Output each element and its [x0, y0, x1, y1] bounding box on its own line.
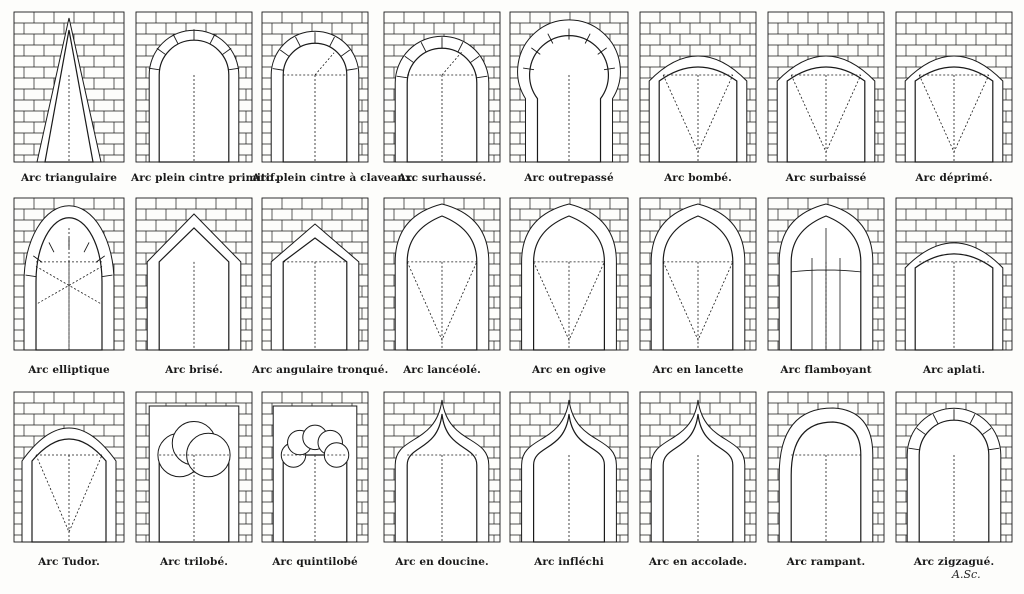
arch-aplati — [895, 197, 1013, 351]
arch-tudor — [13, 391, 125, 543]
caption-rampant: Arc rampant. — [786, 556, 866, 568]
caption-deprime: Arc déprimé. — [915, 172, 993, 184]
arch-en-doucine — [383, 391, 501, 543]
caption-en-lancette: Arc en lancette — [652, 364, 744, 376]
artist-signature: A.Sc. — [952, 568, 981, 581]
caption-triangulaire: Arc triangulaire — [20, 172, 118, 184]
arch-angulaire-tronque — [261, 197, 369, 351]
arch-en-ogive — [509, 197, 629, 351]
caption-surbaisse: Arc surbaissé — [785, 172, 867, 184]
arch-elliptique — [13, 197, 125, 351]
arch-en-accolade — [639, 391, 757, 543]
caption-en-accolade: Arc en accolade. — [648, 556, 748, 568]
arch-flamboyant — [767, 197, 885, 351]
caption-infleche: Arc infléchi — [534, 556, 604, 568]
arch-surbaisse — [767, 11, 885, 163]
arch-lanceole — [383, 197, 501, 351]
arch-triangulaire — [13, 11, 125, 163]
caption-plein-cintre-claveaux: Arc plein cintre à claveaux. — [252, 172, 416, 184]
caption-outrepasse: Arc outrepassé — [524, 172, 614, 184]
caption-elliptique: Arc elliptique — [28, 364, 110, 376]
arch-outrepasse — [509, 11, 629, 163]
arch-plein-cintre-primitif — [135, 11, 253, 163]
caption-flamboyant: Arc flamboyant — [780, 364, 872, 376]
caption-tudor: Arc Tudor. — [38, 556, 100, 568]
caption-trilobe: Arc trilobé. — [160, 556, 228, 568]
arch-quintilobe — [261, 391, 369, 543]
arch-deprime — [895, 11, 1013, 163]
caption-brise: Arc brisé. — [165, 364, 223, 376]
arch-bombe — [639, 11, 757, 163]
caption-surhausse: Arc surhaussé. — [397, 172, 487, 184]
arch-surhausse — [383, 11, 501, 163]
caption-lanceole: Arc lancéolé. — [403, 364, 481, 376]
caption-plein-cintre-primitif: Arc plein cintre primitif. — [131, 172, 278, 184]
caption-quintilobe: Arc quintilobé — [272, 556, 358, 568]
arch-infleche — [509, 391, 629, 543]
caption-aplati: Arc aplati. — [922, 364, 986, 376]
caption-zigzague: Arc zigzagué. — [913, 556, 995, 568]
arch-brise — [135, 197, 253, 351]
arch-trilobe — [135, 391, 253, 543]
arch-rampant — [767, 391, 885, 543]
arch-zigzague — [895, 391, 1013, 543]
caption-angulaire-tronque: Arc angulaire tronqué. — [252, 364, 389, 376]
arch-plein-cintre-claveaux — [261, 11, 369, 163]
arch-en-lancette — [639, 197, 757, 351]
caption-bombe: Arc bombé. — [664, 172, 732, 184]
caption-en-ogive: Arc en ogive — [531, 364, 606, 376]
caption-en-doucine: Arc en doucine. — [395, 556, 489, 568]
